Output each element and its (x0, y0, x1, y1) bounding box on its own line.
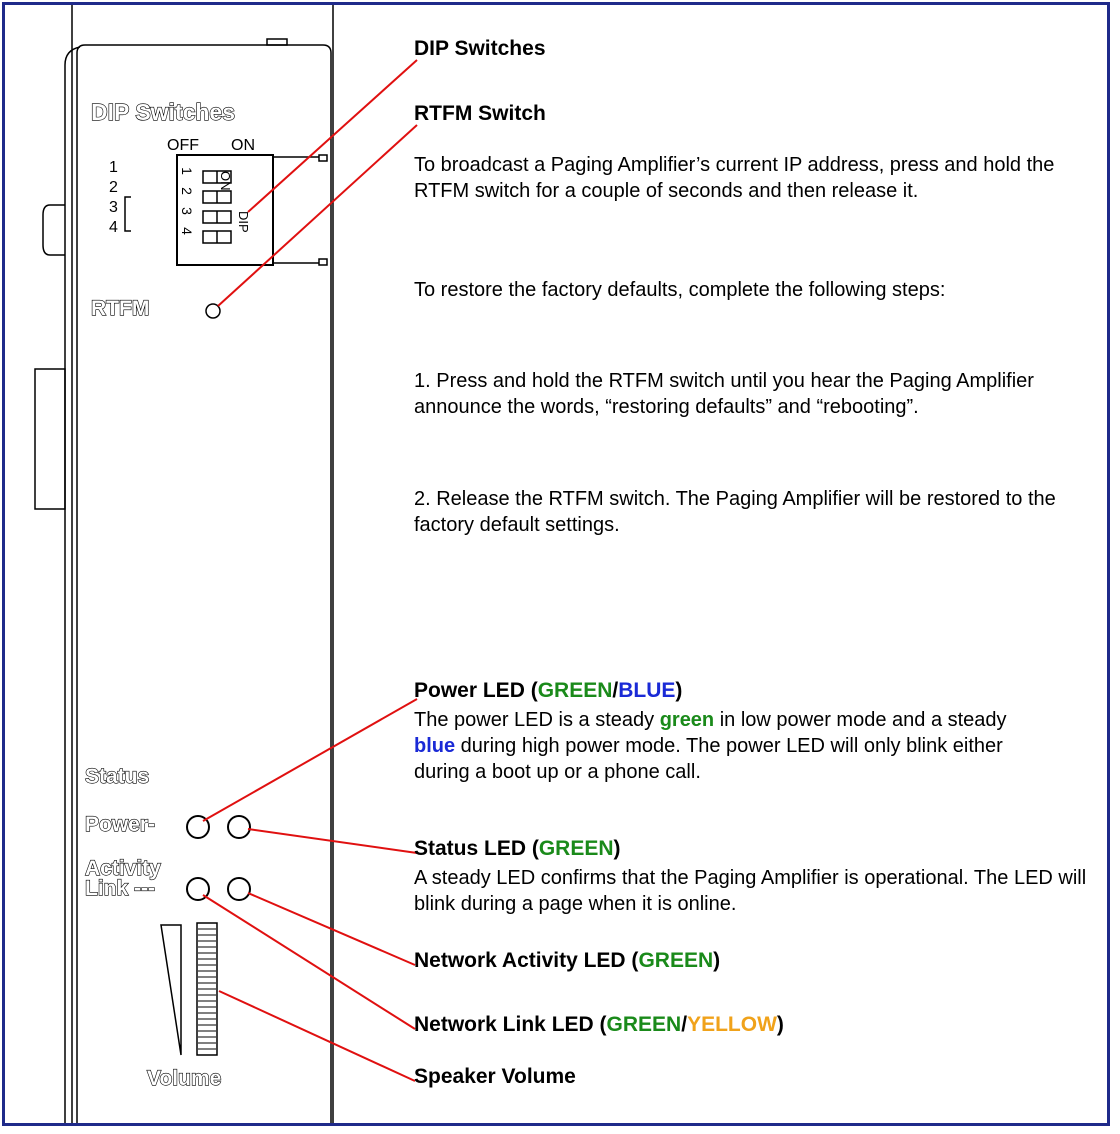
side-button (42, 204, 65, 256)
switch-dip-label: DIP (236, 211, 251, 233)
leader-rtfm (217, 124, 418, 307)
power-title-green: GREEN (537, 679, 613, 702)
device-drawing (34, 5, 418, 1123)
leader-status (247, 828, 418, 854)
status-title-green: GREEN (538, 837, 614, 860)
volume-wheel-ridges (198, 928, 216, 1050)
panel-dip-title: DIP Switches (90, 98, 236, 125)
dip-switch-housing (176, 154, 274, 266)
panel-activity-label: Activity (84, 856, 161, 880)
panel-power-label: Power- (84, 812, 156, 836)
callout-rtfm-p3: 1. Press and hold the RTFM switch until … (414, 370, 1034, 418)
switch-number-2: 2 (178, 187, 195, 195)
power-title-blue: BLUE (618, 679, 676, 702)
leader-volume (218, 990, 416, 1082)
callout-status-body: A steady LED confirms that the Paging Am… (414, 867, 1087, 915)
callout-rtfm-p4: 2. Release the RTFM switch. The Paging A… (414, 488, 1056, 536)
callout-rtfm-title: RTFM Switch (414, 102, 546, 125)
callout-link-title: Network Link LED (GREEN/YELLOW) (414, 1013, 784, 1036)
leader-power (202, 698, 418, 822)
activity-led (227, 877, 251, 901)
volume-wedge (160, 924, 182, 1056)
link-title-yellow: YELLOW (687, 1013, 777, 1036)
switch-number-4: 4 (178, 227, 195, 235)
switch-number-1: 1 (178, 167, 195, 175)
panel-link-label: Link --- (84, 876, 155, 900)
panel-number-1: 1 (109, 159, 118, 176)
callout-activity-title: Network Activity LED (GREEN) (414, 949, 721, 972)
switch-number-3: 3 (178, 207, 195, 215)
switch-on-label: ON (218, 171, 233, 191)
callout-power-title: Power LED (GREEN/BLUE) (414, 679, 683, 702)
power-led (186, 815, 210, 839)
panel-volume-label: Volume (146, 1066, 222, 1090)
side-port (34, 368, 66, 510)
power-body-blue: blue (414, 735, 456, 757)
leader-link (202, 894, 416, 1030)
callout-status-title: Status LED (GREEN) (414, 837, 621, 860)
chassis-front-plate (76, 44, 332, 1123)
panel-number-3: 3 (109, 199, 118, 216)
volume-wheel (196, 922, 218, 1056)
panel-on-label: ON (231, 137, 255, 154)
callout-dip-title: DIP Switches (414, 37, 546, 60)
link-title-green: GREEN (606, 1013, 682, 1036)
panel-status-label: Status (84, 764, 150, 788)
top-tab (266, 38, 288, 46)
callout-power-body: The power LED is a steady green in low p… (414, 709, 1007, 783)
callout-rtfm-p2: To restore the factory defaults, complet… (414, 279, 946, 301)
panel-number-4: 4 (109, 219, 118, 236)
leader-activity (247, 892, 416, 966)
dip-bracket (124, 196, 131, 232)
callout-volume-title: Speaker Volume (414, 1065, 576, 1088)
leader-lines (202, 59, 418, 1082)
callout-rtfm-p1: To broadcast a Paging Amplifier’s curren… (414, 154, 1055, 202)
panel-number-2: 2 (109, 179, 118, 196)
chassis-rear-edge (64, 46, 81, 1123)
panel-rtfm-label: RTFM (90, 296, 150, 320)
panel-off-label: OFF (167, 137, 199, 154)
leader-dip (247, 59, 418, 213)
power-body-green: green (659, 709, 715, 731)
status-led (227, 815, 251, 839)
rtfm-button (205, 303, 221, 319)
link-led (186, 877, 210, 901)
activity-title-green: GREEN (638, 949, 714, 972)
